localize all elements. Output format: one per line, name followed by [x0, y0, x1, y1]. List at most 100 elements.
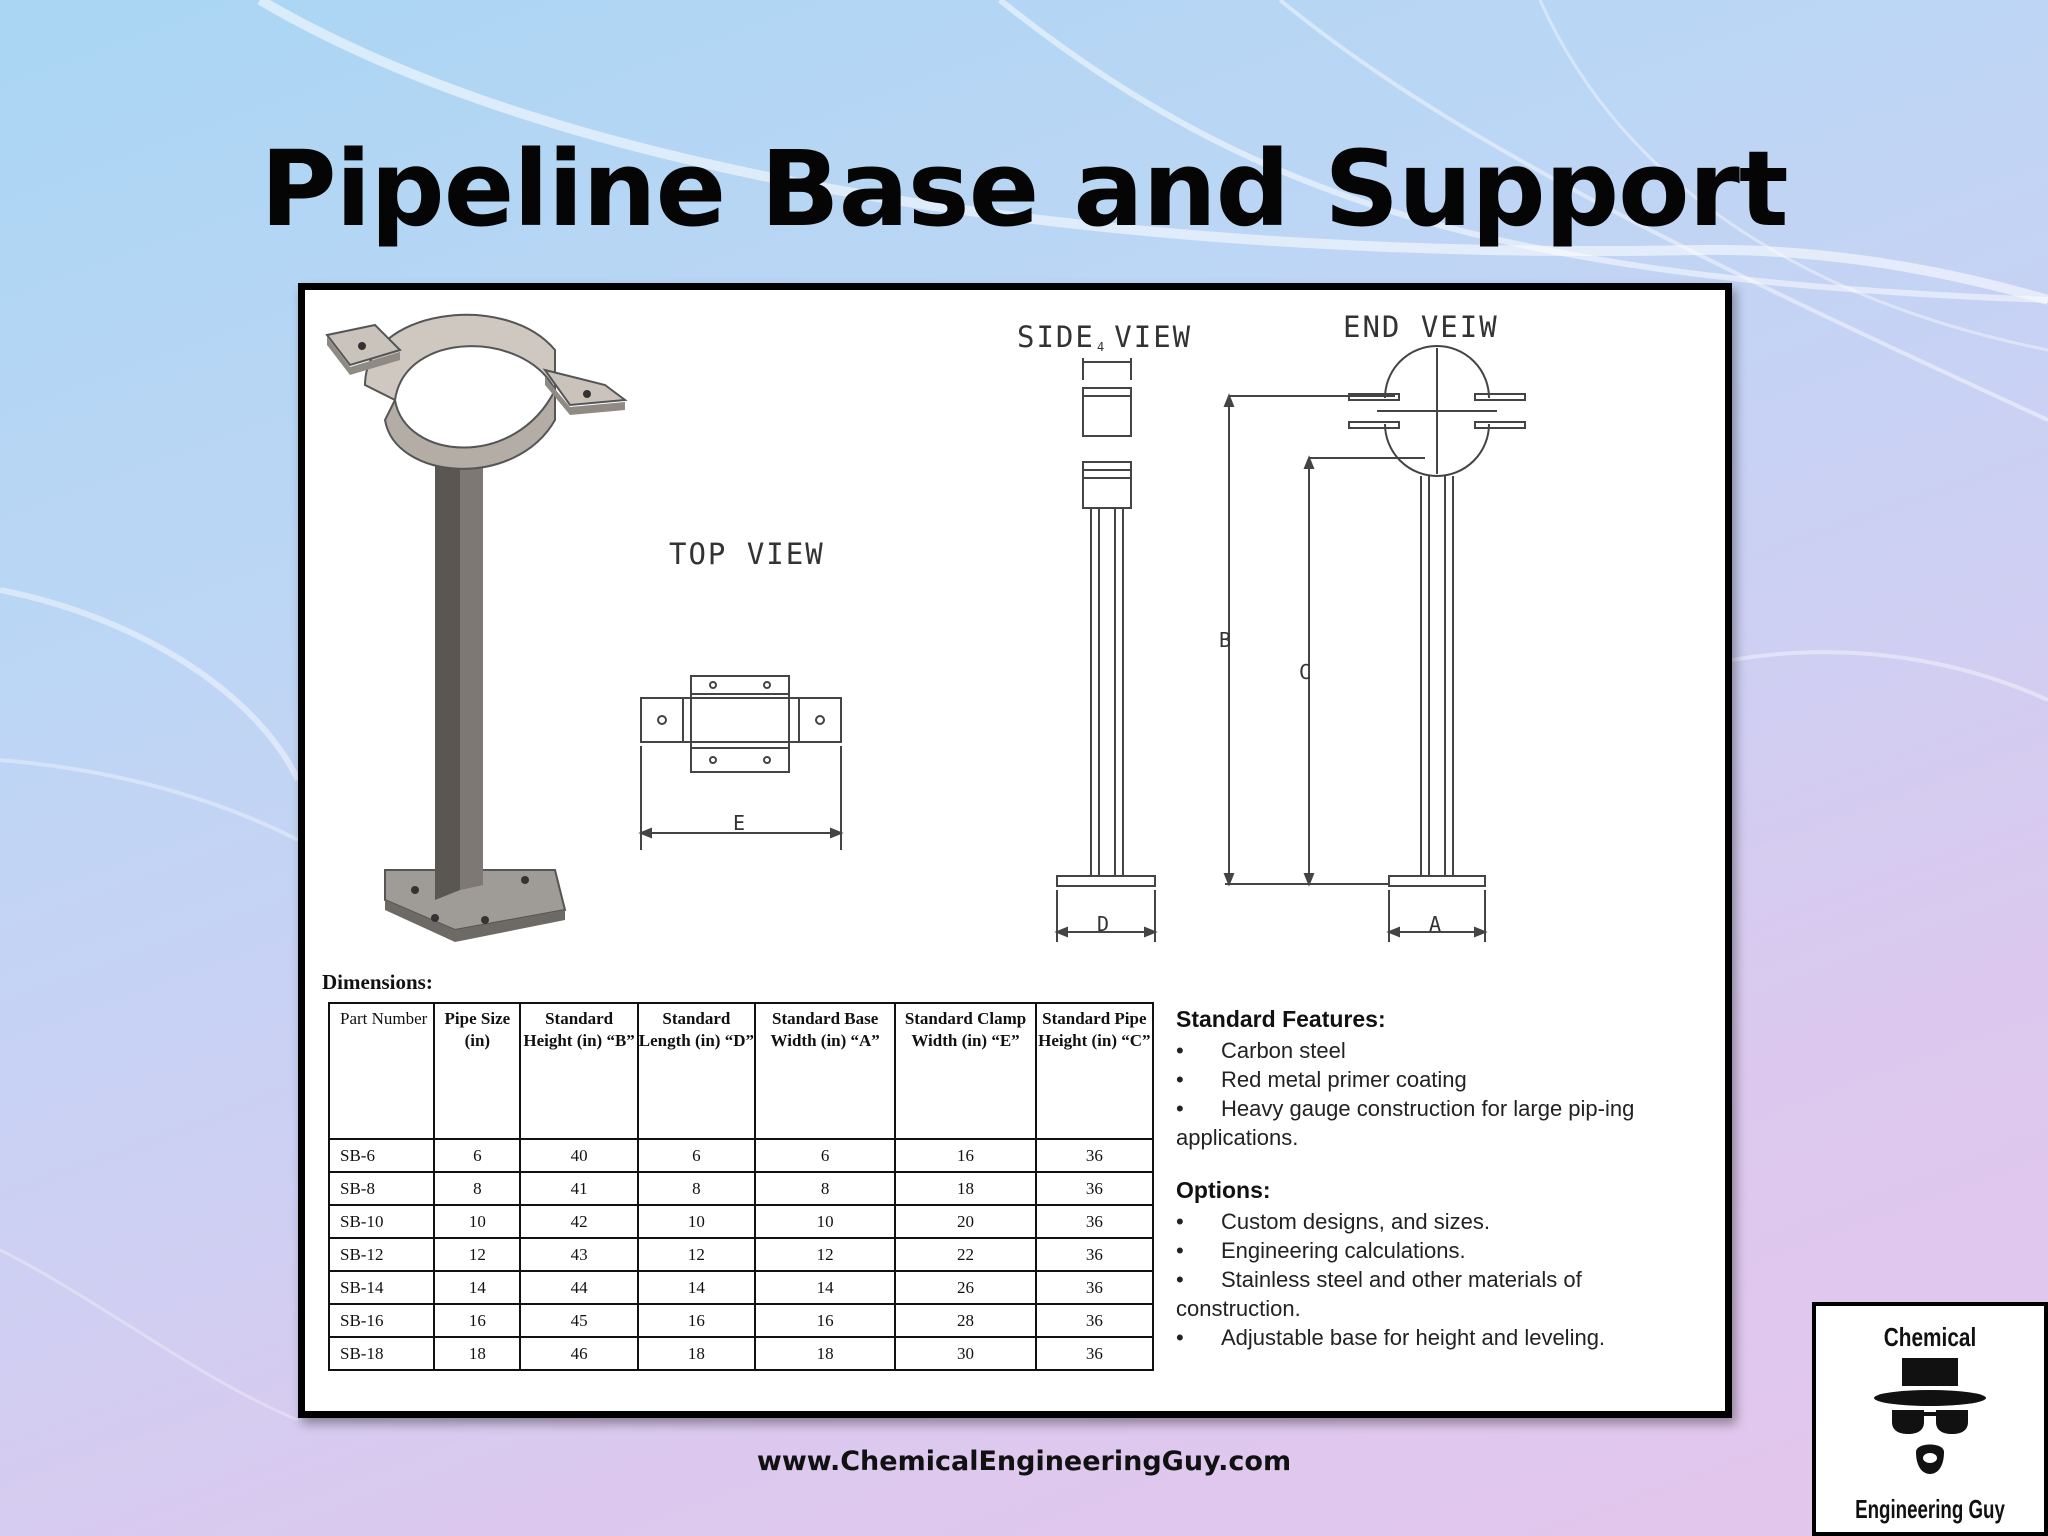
table-cell: 36: [1034, 1270, 1155, 1305]
technical-drawing: [325, 313, 1526, 942]
table-cell: 16: [754, 1303, 897, 1338]
list-item: •Adjustable base for height and leveling…: [1176, 1325, 1606, 1350]
table-cell: SB-8: [327, 1171, 436, 1206]
side-view-drawing: [1054, 358, 1158, 942]
dimensions-table: Part Number Pipe Size (in) Standard Heig…: [327, 1002, 1155, 1371]
table-cell: 18: [433, 1336, 522, 1371]
col-header: Pipe Size (in): [433, 1002, 522, 1140]
table-cell: 10: [433, 1204, 522, 1239]
table-cell: 36: [1034, 1237, 1155, 1272]
table-cell: SB-6: [327, 1138, 436, 1173]
table-cell: 12: [754, 1237, 897, 1272]
table-cell: 36: [1034, 1204, 1155, 1239]
options-heading: Options:: [1176, 1177, 1271, 1203]
table-cell: 10: [636, 1204, 757, 1239]
col-header: Part Number: [327, 1002, 436, 1140]
logo-text-line2: Engineering Guy: [1855, 1494, 2005, 1524]
list-item: •Carbon steel: [1176, 1038, 1346, 1063]
list-item: •Stainless steel and other materials of …: [1176, 1267, 1582, 1321]
table-cell: 16: [636, 1303, 757, 1338]
dim-b-label: B: [1219, 628, 1234, 652]
table-cell: SB-10: [327, 1204, 436, 1239]
table-cell: 44: [519, 1270, 639, 1305]
chemical-engineering-guy-logo: Chemical Engineering Guy: [1812, 1302, 2048, 1536]
table-cell: 22: [894, 1237, 1037, 1272]
side-view-label: SIDE VIEW: [1017, 320, 1193, 354]
table-cell: 26: [894, 1270, 1037, 1305]
table-cell: SB-14: [327, 1270, 436, 1305]
dimensions-heading: Dimensions:: [322, 970, 433, 994]
table-cell: 8: [636, 1171, 757, 1206]
table-cell: 43: [519, 1237, 639, 1272]
col-header: Standard Base Width (in) “A”: [754, 1002, 897, 1140]
table-cell: 30: [894, 1336, 1037, 1371]
table-cell: 20: [894, 1204, 1037, 1239]
options-list: •Custom designs, and sizes. •Engineering…: [1176, 1207, 1696, 1352]
table-cell: 8: [433, 1171, 522, 1206]
end-view-label: END VEIW: [1343, 310, 1499, 344]
features-block: Standard Features: •Carbon steel •Red me…: [1176, 1005, 1696, 1376]
isometric-support-illustration: [325, 313, 628, 942]
table-header-row: Part Number Pipe Size (in) Standard Heig…: [327, 1002, 1155, 1140]
drawing-panel: SIDE VIEW END VEIW TOP VIEW 4 B C D A E …: [298, 283, 1732, 1418]
table-cell: 45: [519, 1303, 639, 1338]
logo-text-line1: Chemical: [1883, 1322, 1977, 1352]
table-cell: 42: [519, 1204, 639, 1239]
footer-url: www.ChemicalEngineeringGuy.com: [756, 1446, 1292, 1477]
table-cell: 8: [754, 1171, 897, 1206]
table-cell: 36: [1034, 1138, 1155, 1173]
table-cell: 6: [754, 1138, 897, 1173]
table-cell: SB-18: [327, 1336, 436, 1371]
table-cell: 14: [636, 1270, 757, 1305]
standard-features-heading: Standard Features:: [1176, 1006, 1386, 1032]
table-cell: 36: [1034, 1303, 1155, 1338]
col-header: Standard Length (in) “D”: [636, 1002, 757, 1140]
table-cell: 6: [433, 1138, 522, 1173]
table-cell: 14: [754, 1270, 897, 1305]
table-cell: 40: [519, 1138, 639, 1173]
col-header: Standard Pipe Height (in) “C”: [1034, 1002, 1155, 1140]
dim-a-label: A: [1429, 912, 1444, 936]
table-cell: 12: [636, 1237, 757, 1272]
standard-features-list: •Carbon steel •Red metal primer coating …: [1176, 1036, 1696, 1152]
table-cell: 18: [636, 1336, 757, 1371]
list-item: •Red metal primer coating: [1176, 1067, 1467, 1092]
side-width-dim-label: 4: [1097, 340, 1107, 354]
list-item: •Heavy gauge construction for large pip-…: [1176, 1096, 1635, 1150]
table-cell: 28: [894, 1303, 1037, 1338]
slide-title: Pipeline Base and Support: [260, 128, 1788, 250]
table-cell: 12: [433, 1237, 522, 1272]
table-cell: 10: [754, 1204, 897, 1239]
list-item: •Engineering calculations.: [1176, 1238, 1466, 1263]
end-view-drawing: [1223, 345, 1526, 942]
col-header: Standard Clamp Width (in) “E”: [894, 1002, 1037, 1140]
col-header: Standard Height (in) “B”: [519, 1002, 639, 1140]
table-cell: 16: [894, 1138, 1037, 1173]
dim-e-label: E: [733, 811, 748, 835]
table-cell: 16: [433, 1303, 522, 1338]
table-cell: 36: [1034, 1171, 1155, 1206]
table-cell: SB-16: [327, 1303, 436, 1338]
table-cell: 46: [519, 1336, 639, 1371]
table-cell: 36: [1034, 1336, 1155, 1371]
dim-d-label: D: [1097, 912, 1112, 936]
list-item: •Custom designs, and sizes.: [1176, 1209, 1491, 1234]
top-view-drawing: [638, 675, 844, 850]
hat-and-glasses-icon: [1874, 1358, 1986, 1474]
table-cell: SB-12: [327, 1237, 436, 1272]
table-cell: 6: [636, 1138, 757, 1173]
table-cell: 14: [433, 1270, 522, 1305]
table-cell: 18: [894, 1171, 1037, 1206]
table-cell: 41: [519, 1171, 639, 1206]
dim-c-label: C: [1299, 660, 1314, 684]
top-view-label: TOP VIEW: [669, 537, 825, 571]
table-cell: 18: [754, 1336, 897, 1371]
